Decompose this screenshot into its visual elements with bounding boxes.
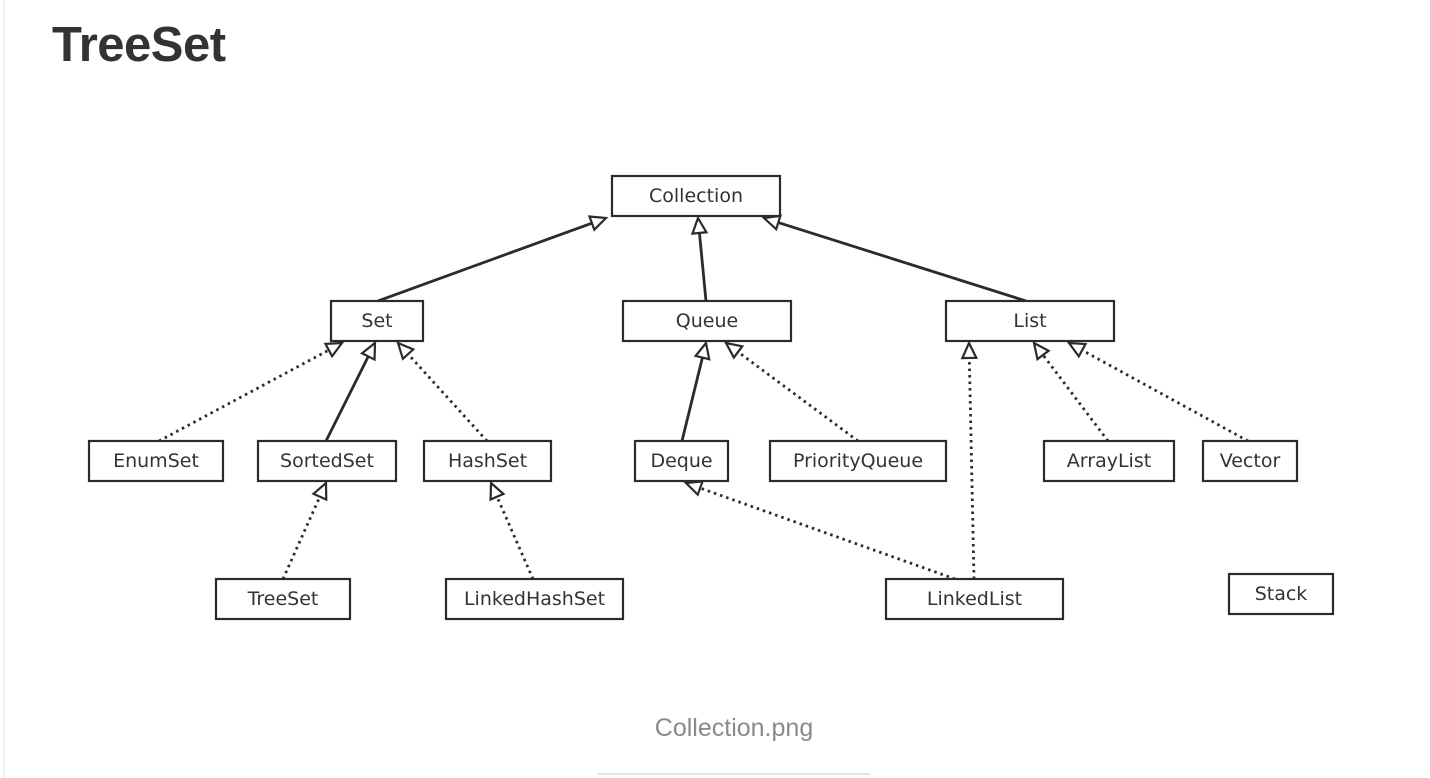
hollow-arrowhead-icon [690, 215, 709, 235]
node-label: TreeSet [247, 588, 319, 610]
edge-line [699, 486, 956, 581]
edge-line [495, 496, 535, 580]
node-label: Deque [650, 450, 712, 472]
node-linkedhashset: LinkedHashSet [444, 577, 625, 621]
node-box [256, 439, 398, 483]
edge-line [377, 221, 593, 303]
node-set: Set [329, 299, 425, 343]
node-label: EnumSet [113, 450, 199, 472]
node-box [444, 577, 625, 621]
node-label: Queue [676, 310, 738, 332]
hollow-arrowhead-icon [311, 480, 328, 502]
hollow-arrowhead-icon [683, 480, 705, 497]
node-label: SortedSet [280, 450, 374, 472]
edge-line [324, 355, 370, 442]
node-box [621, 299, 793, 343]
node-box [944, 299, 1116, 343]
edge-line [698, 232, 708, 302]
edge-line [680, 357, 704, 442]
node-label: ArrayList [1067, 450, 1151, 472]
node-box [633, 439, 730, 483]
edge-line [777, 221, 1027, 303]
edge-list-to-collection [761, 214, 1027, 303]
node-box [768, 439, 948, 483]
node-vector: Vector [1201, 439, 1299, 483]
node-deque: Deque [633, 439, 730, 483]
edge-line [407, 353, 489, 442]
node-label: List [1013, 310, 1046, 332]
edge-line [1081, 348, 1249, 443]
node-label: Set [361, 310, 392, 332]
node-priorityqueue: PriorityQueue [768, 439, 948, 483]
node-label: Collection [649, 185, 743, 207]
content-left-border [3, 0, 5, 778]
edge-line [737, 350, 859, 443]
edge-arraylist-to-list [1032, 340, 1110, 442]
hollow-arrowhead-icon [359, 340, 377, 362]
edge-treeset-to-sortedset [281, 480, 328, 580]
node-box [884, 577, 1065, 621]
node-queue: Queue [621, 299, 793, 343]
hollow-arrowhead-icon [1032, 340, 1051, 362]
edge-linkedlist-to-deque [683, 480, 956, 581]
hollow-arrowhead-icon [396, 341, 416, 361]
node-label: HashSet [448, 450, 527, 472]
page-title: TreeSet [52, 18, 226, 72]
node-box [214, 577, 352, 621]
edge-vector-to-list [1066, 341, 1249, 443]
edge-linkedlist-to-list [960, 340, 979, 580]
caption-underline [597, 773, 870, 775]
node-label: Vector [1220, 450, 1281, 472]
edge-deque-to-queue [680, 340, 711, 442]
node-label: LinkedList [927, 588, 1022, 610]
node-enumset: EnumSet [87, 439, 225, 483]
diagram-edges [158, 214, 1249, 581]
node-stack: Stack [1227, 572, 1335, 616]
hollow-arrowhead-icon [960, 340, 979, 360]
node-box [1042, 439, 1176, 483]
node-treeset: TreeSet [214, 577, 352, 621]
hollow-arrowhead-icon [489, 480, 506, 502]
node-label: Stack [1255, 583, 1308, 605]
node-label: PriorityQueue [793, 450, 923, 472]
hollow-arrowhead-icon [723, 341, 745, 360]
node-collection: Collection [610, 174, 782, 218]
edge-line [281, 496, 322, 580]
hollow-arrowhead-icon [761, 214, 782, 232]
hollow-arrowhead-icon [1066, 341, 1088, 359]
node-arraylist: ArrayList [1042, 439, 1176, 483]
image-caption: Collection.png [654, 714, 814, 742]
edge-priorityqueue-to-queue [723, 341, 859, 443]
node-box [1227, 572, 1335, 616]
node-box [422, 439, 553, 483]
node-box [329, 299, 425, 343]
edge-hashset-to-set [396, 341, 489, 442]
edge-line [1041, 354, 1110, 442]
edge-line [967, 357, 976, 580]
edge-sortedset-to-set [324, 340, 377, 442]
node-hashset: HashSet [422, 439, 553, 483]
hollow-arrowhead-icon [587, 215, 609, 232]
edge-set-to-collection [377, 215, 609, 303]
node-box [1201, 439, 1299, 483]
node-list: List [944, 299, 1116, 343]
node-box [87, 439, 225, 483]
node-label: LinkedHashSet [464, 588, 605, 610]
edge-linkedhashset-to-hashset [489, 480, 535, 580]
edge-queue-to-collection [690, 215, 709, 302]
hollow-arrowhead-icon [323, 341, 345, 359]
node-linkedlist: LinkedList [884, 577, 1065, 621]
node-box [610, 174, 782, 218]
edge-enumset-to-set [158, 341, 345, 443]
node-sortedset: SortedSet [256, 439, 398, 483]
edge-line [158, 348, 330, 443]
hollow-arrowhead-icon [693, 340, 711, 361]
